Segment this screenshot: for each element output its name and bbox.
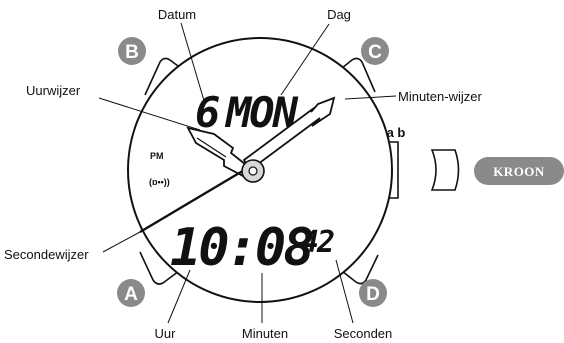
- button-d-badge[interactable]: D: [359, 279, 387, 307]
- label-secondewijzer: Secondewijzer: [4, 247, 89, 262]
- pusher-d[interactable]: [337, 254, 379, 285]
- label-uur: Uur: [155, 326, 177, 341]
- button-b-label: B: [125, 42, 139, 63]
- leader-seconden: [335, 259, 354, 324]
- button-c-label: C: [368, 42, 382, 63]
- crown-label-badge: KROON: [474, 157, 564, 185]
- button-b-badge[interactable]: B: [118, 37, 146, 65]
- label-datum: Datum: [158, 7, 196, 22]
- lcd-date: 6: [195, 88, 220, 137]
- button-a-label: A: [124, 284, 138, 305]
- leader-datum: [180, 22, 206, 105]
- second-hand: [139, 161, 257, 234]
- label-minutenwijzer: Minuten-wijzer: [398, 89, 482, 104]
- crown-label: KROON: [493, 164, 545, 179]
- pusher-b[interactable]: [144, 57, 187, 96]
- button-c-badge[interactable]: C: [361, 37, 389, 65]
- label-uurwijzer: Uurwijzer: [26, 83, 81, 98]
- label-dag: Dag: [327, 7, 351, 22]
- crown[interactable]: [430, 149, 460, 191]
- leader-minutenwijzer: [344, 95, 397, 100]
- leader-uurwijzer: [98, 97, 201, 131]
- svg-text:(ɒ••)): (ɒ••)): [149, 177, 170, 187]
- hand-pivot-center: [248, 166, 258, 176]
- button-d-label: D: [366, 284, 380, 305]
- pusher-a[interactable]: [139, 251, 184, 285]
- leader-dag: [280, 23, 330, 96]
- lcd-seconds: 42: [301, 225, 334, 260]
- leader-secondewijzer: [102, 231, 141, 253]
- crown-positions: a b: [387, 125, 406, 140]
- minute-hand: [242, 96, 336, 172]
- leader-lines: [98, 22, 397, 324]
- label-seconden: Seconden: [334, 326, 393, 341]
- lcd-time: 10:08: [170, 218, 312, 278]
- button-a-badge[interactable]: A: [117, 279, 145, 307]
- signal-icon: (ɒ••)): [149, 177, 170, 187]
- pusher-c[interactable]: [336, 57, 376, 93]
- pm-indicator: PM: [150, 151, 164, 161]
- leader-uur: [167, 269, 191, 324]
- hour-hand-detail: [196, 137, 227, 158]
- label-minuten: Minuten: [242, 326, 288, 341]
